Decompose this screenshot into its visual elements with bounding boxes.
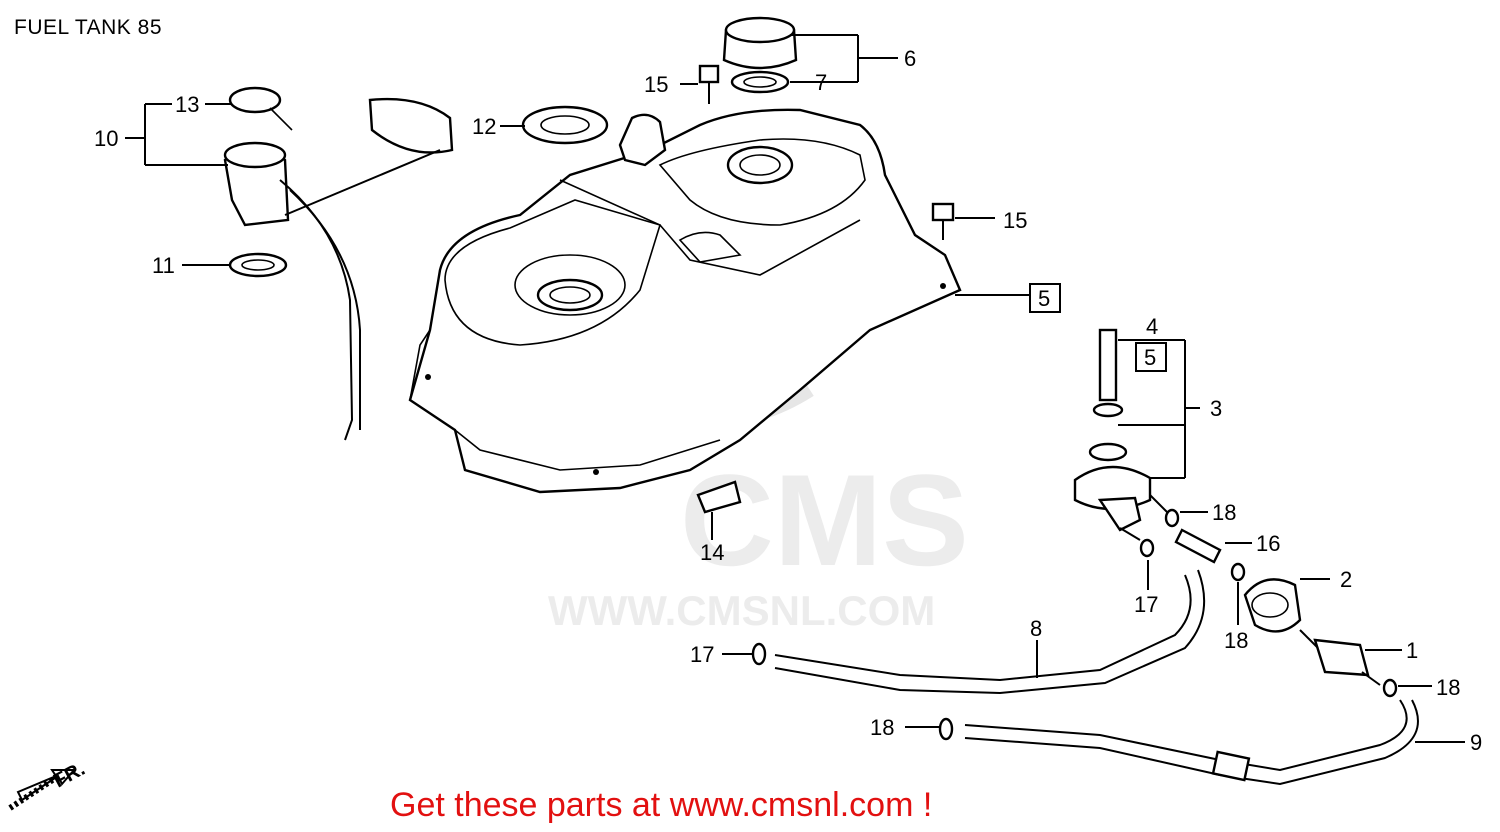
bolt-top: [698, 64, 720, 104]
front-direction-arrow: FR.: [8, 758, 89, 811]
callout-17a: 17: [1134, 592, 1158, 617]
callout-box-5a: [1029, 283, 1061, 313]
callout-12: 12: [472, 114, 496, 139]
vacuum-valve: [1299, 629, 1381, 686]
callout-5b: 5: [1144, 345, 1156, 370]
label-sticker: [696, 480, 742, 514]
callout-4: 4: [1146, 314, 1158, 339]
callout-3: 3: [1210, 396, 1222, 421]
bolt-right: [931, 202, 955, 240]
callout-8: 8: [1030, 616, 1042, 641]
callout-18d: 18: [870, 715, 894, 740]
fuel-cap: [722, 16, 798, 94]
callout-11: 11: [152, 253, 175, 278]
fuel-tube: [774, 569, 1206, 695]
callout-1: 1: [1406, 638, 1418, 663]
fuel-unit: [223, 86, 454, 441]
ring-nut: [521, 105, 609, 145]
callout-box-5b: [1135, 342, 1167, 372]
callout-18b: 18: [1224, 628, 1248, 653]
callout-18c: 18: [1436, 675, 1460, 700]
callout-9: 9: [1470, 730, 1482, 755]
callout-2: 2: [1340, 567, 1352, 592]
callout-13: 13: [175, 92, 199, 117]
front-direction-label: FR.: [50, 758, 89, 793]
fuel-cock: [1073, 328, 1171, 541]
page-title: FUEL TANK 85: [14, 16, 162, 39]
watermark-brand: CMS: [680, 447, 969, 593]
vacuum-tube: [964, 699, 1419, 786]
callout-16: 16: [1256, 531, 1280, 556]
watermark-url: WWW.CMSNL.COM: [548, 587, 935, 634]
fuel-tank: [408, 108, 962, 494]
callout-5a: 5: [1038, 286, 1050, 311]
callout-18a: 18: [1212, 500, 1236, 525]
callout-6: 6: [904, 46, 916, 71]
callout-15b: 15: [1003, 208, 1027, 233]
callout-17b: 17: [690, 642, 714, 667]
callout-15a: 15: [644, 72, 668, 97]
callout-14: 14: [700, 540, 724, 565]
leader-lines: [125, 34, 1465, 743]
callout-10: 10: [94, 126, 118, 151]
fuel-filter: [1243, 578, 1302, 633]
footer-promo-text: Get these parts at www.cmsnl.com !: [390, 786, 933, 824]
callout-7: 7: [815, 70, 827, 95]
hose-clips: [751, 508, 1398, 741]
